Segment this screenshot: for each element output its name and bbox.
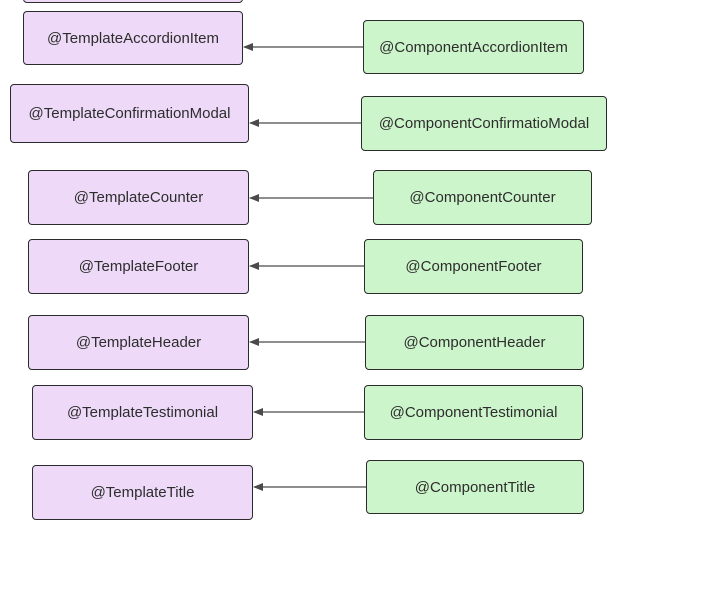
template-testimonial-node[interactable]: @TemplateTestimonial [32,385,253,440]
template-counter-node[interactable]: @TemplateCounter [28,170,249,225]
template-footer-node[interactable]: @TemplateFooter [28,239,249,294]
component-header-node[interactable]: @ComponentHeader [365,315,584,370]
component-testimonial-node[interactable]: @ComponentTestimonial [364,385,583,440]
component-footer-node[interactable]: @ComponentFooter [364,239,583,294]
template-confirmation-modal-node[interactable]: @TemplateConfirmationModal [10,84,249,143]
template-title-node[interactable]: @TemplateTitle [32,465,253,520]
template-accordion-item-node[interactable]: @TemplateAccordionItem [23,11,243,65]
component-title-node[interactable]: @ComponentTitle [366,460,584,514]
component-counter-node[interactable]: @ComponentCounter [373,170,592,225]
template-header-node[interactable]: @TemplateHeader [28,315,249,370]
component-accordion-item-node[interactable]: @ComponentAccordionItem [363,20,584,74]
component-confirmation-modal-node[interactable]: @ComponentConfirmatioModal [361,96,607,151]
